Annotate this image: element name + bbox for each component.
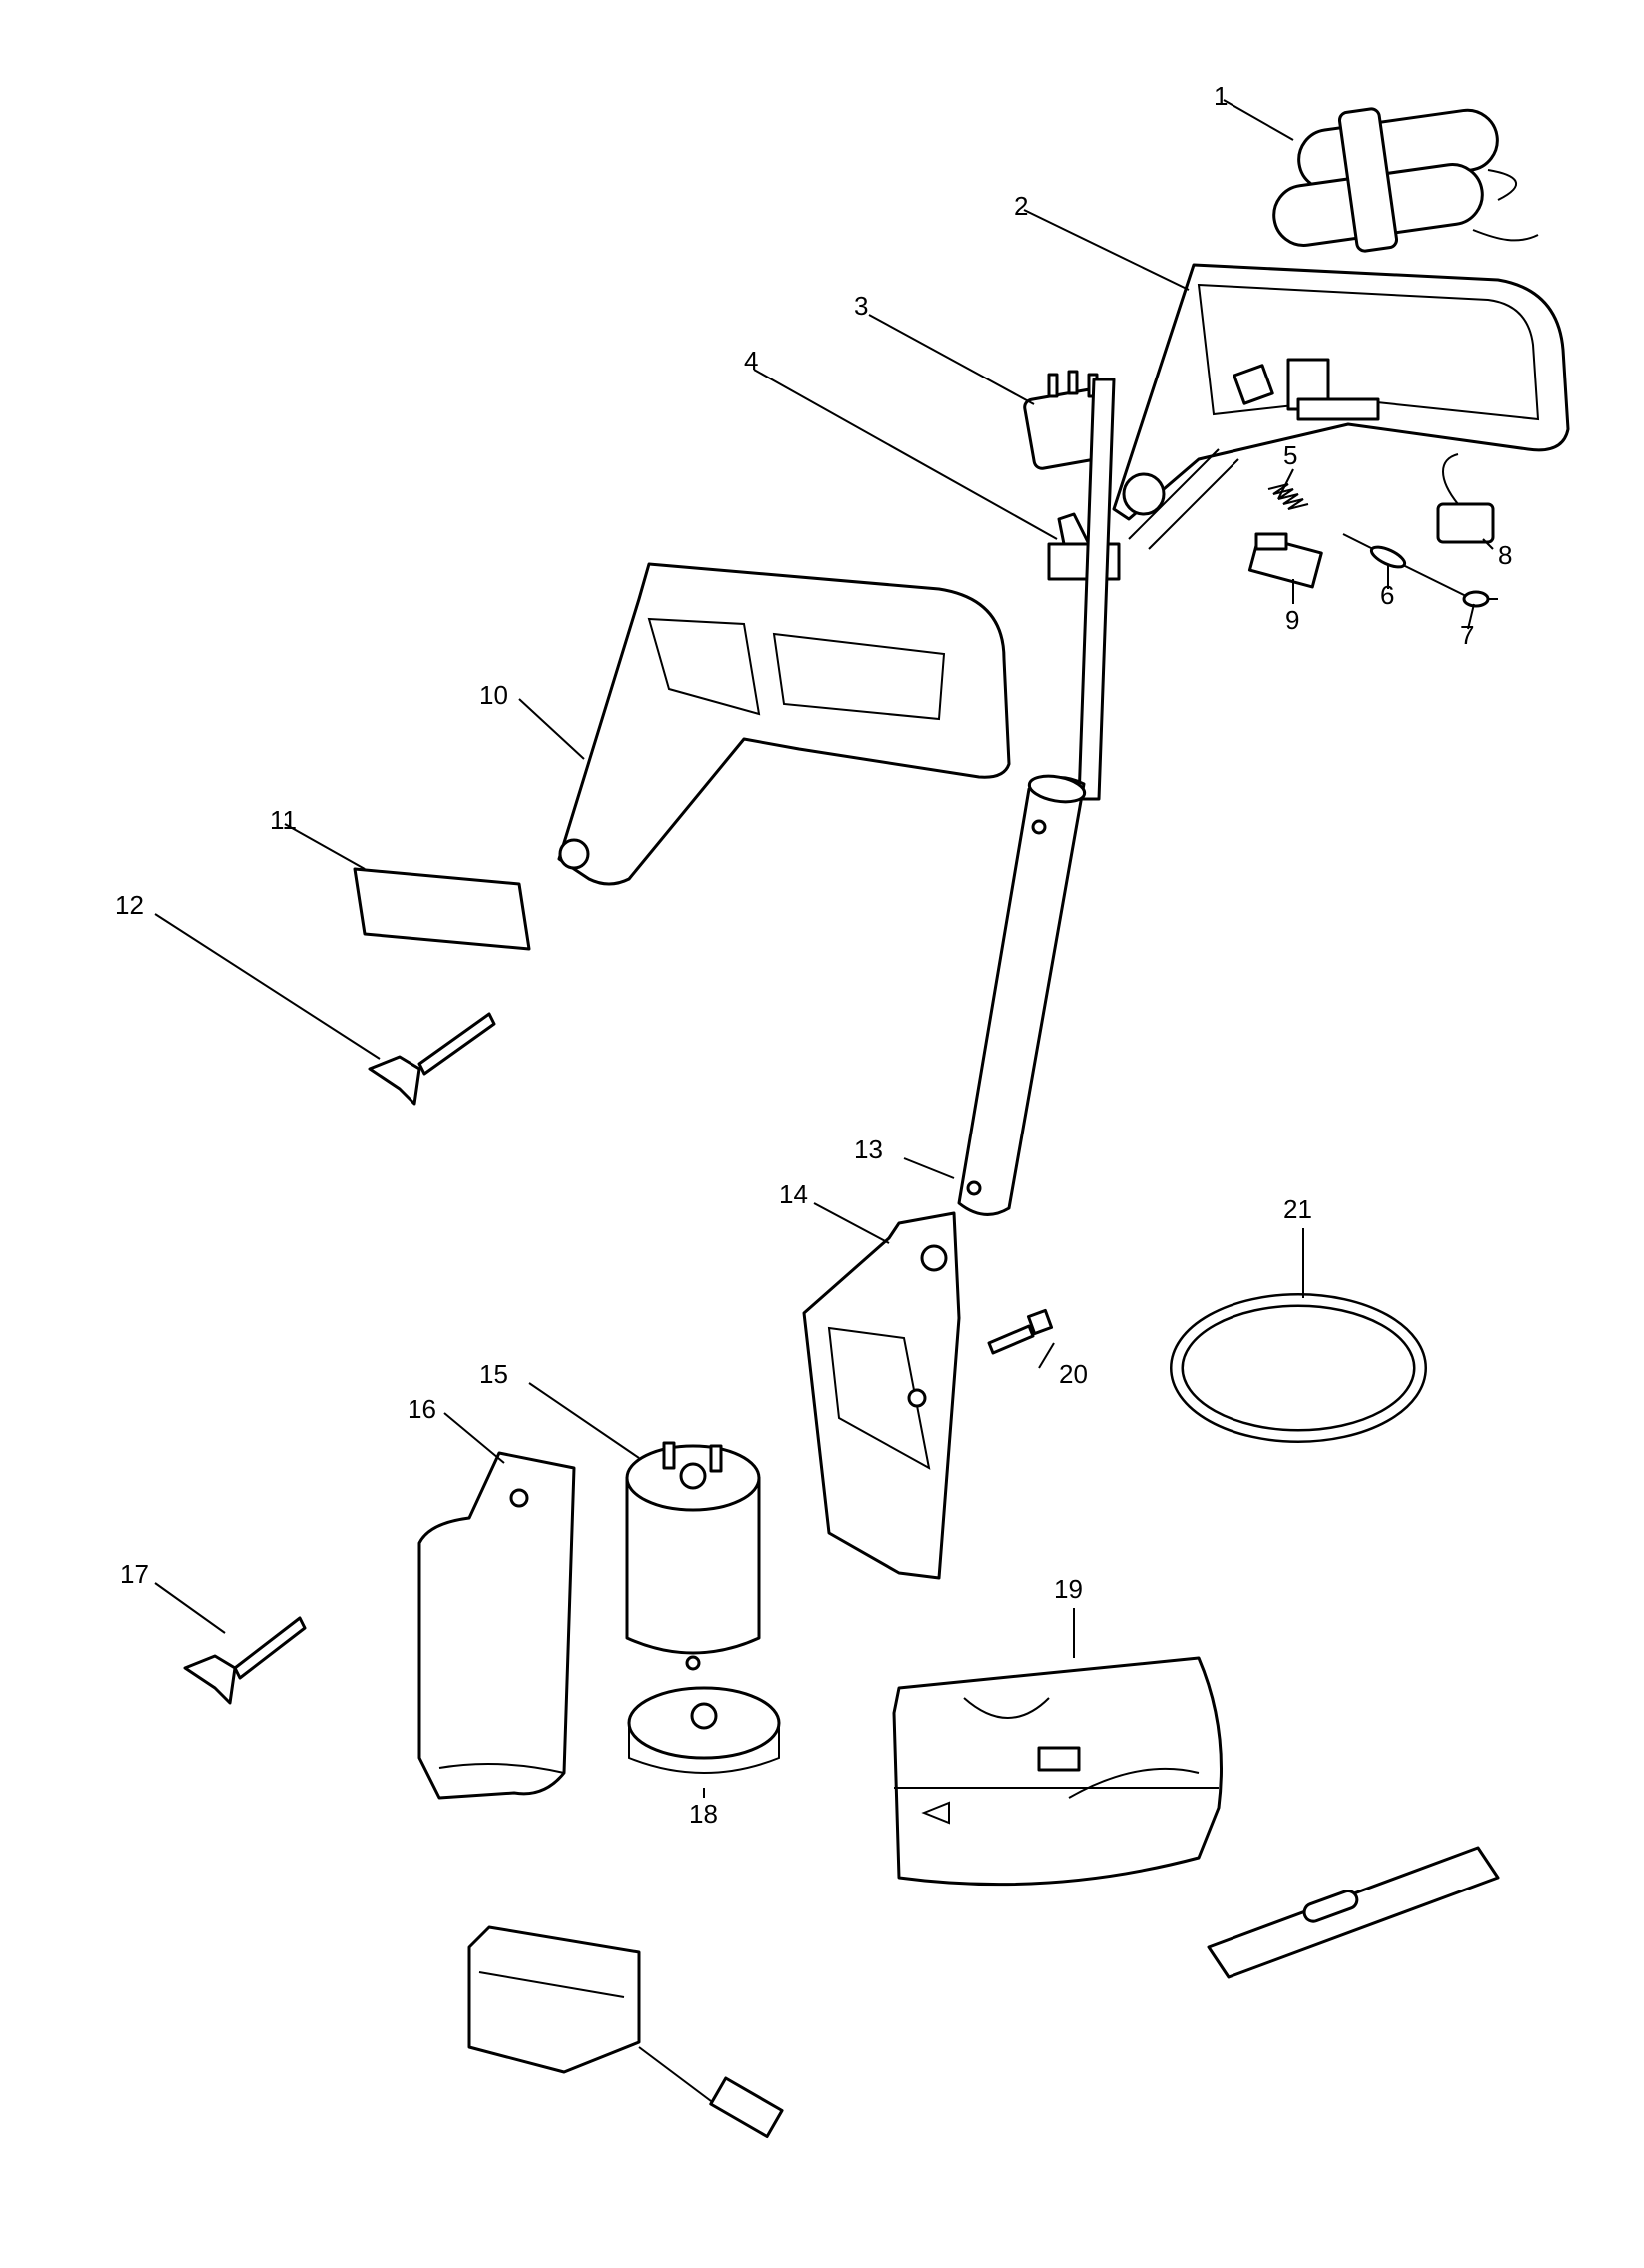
part-14-motor-housing	[802, 1211, 961, 1580]
callout-19: 19	[1054, 1574, 1083, 1604]
part-10-handle-cover	[557, 562, 1011, 886]
callout-2: 2	[1014, 191, 1028, 221]
part-21-ring	[1170, 1293, 1427, 1443]
charger-adapter	[467, 1925, 784, 2138]
callout-16: 16	[408, 1394, 436, 1424]
callout-12: 12	[115, 890, 144, 920]
callout-4: 4	[744, 346, 758, 376]
part-13-shaft	[957, 378, 1116, 1216]
callout-11: 11	[270, 805, 297, 835]
callout-10: 10	[479, 680, 508, 710]
callout-8: 8	[1498, 540, 1512, 570]
part-9-switch-holder	[1247, 532, 1323, 589]
leader-lines	[154, 99, 1494, 1798]
callout-14: 14	[779, 1179, 808, 1209]
part-5-spring	[1267, 483, 1309, 510]
callout-5: 5	[1283, 440, 1297, 470]
part-12-wing-bolt	[368, 1012, 496, 1106]
callout-20: 20	[1059, 1359, 1088, 1389]
part-19-guard	[892, 1656, 1223, 1887]
callout-13: 13	[854, 1134, 883, 1164]
callout-7: 7	[1460, 620, 1474, 650]
callout-9: 9	[1285, 605, 1299, 635]
callout-labels: 1 2 3 4 5 6 7 8 9 10 11 12 13 14 15 16 1…	[115, 81, 1512, 1829]
part-1-battery-pack	[1272, 107, 1539, 253]
part-2-upper-housing	[1112, 263, 1570, 550]
callout-21: 21	[1283, 1194, 1312, 1224]
part-16-grip	[417, 1451, 576, 1800]
callout-15: 15	[479, 1359, 508, 1389]
part-15-motor	[625, 1441, 761, 1671]
spare-blade	[1207, 1846, 1500, 1979]
callout-1: 1	[1214, 81, 1228, 111]
callout-18: 18	[689, 1799, 718, 1829]
part-18-spool-hub	[627, 1686, 781, 1774]
callout-6: 6	[1380, 580, 1394, 610]
part-6-wire	[1342, 533, 1469, 598]
part-17-wing-bolt	[183, 1616, 307, 1705]
part-8-terminal	[1436, 453, 1495, 544]
part-11-label-plate	[353, 867, 531, 951]
part-20-screw	[987, 1308, 1054, 1355]
part-7-connector	[1462, 590, 1498, 608]
callout-3: 3	[854, 291, 868, 321]
callout-17: 17	[120, 1559, 149, 1589]
